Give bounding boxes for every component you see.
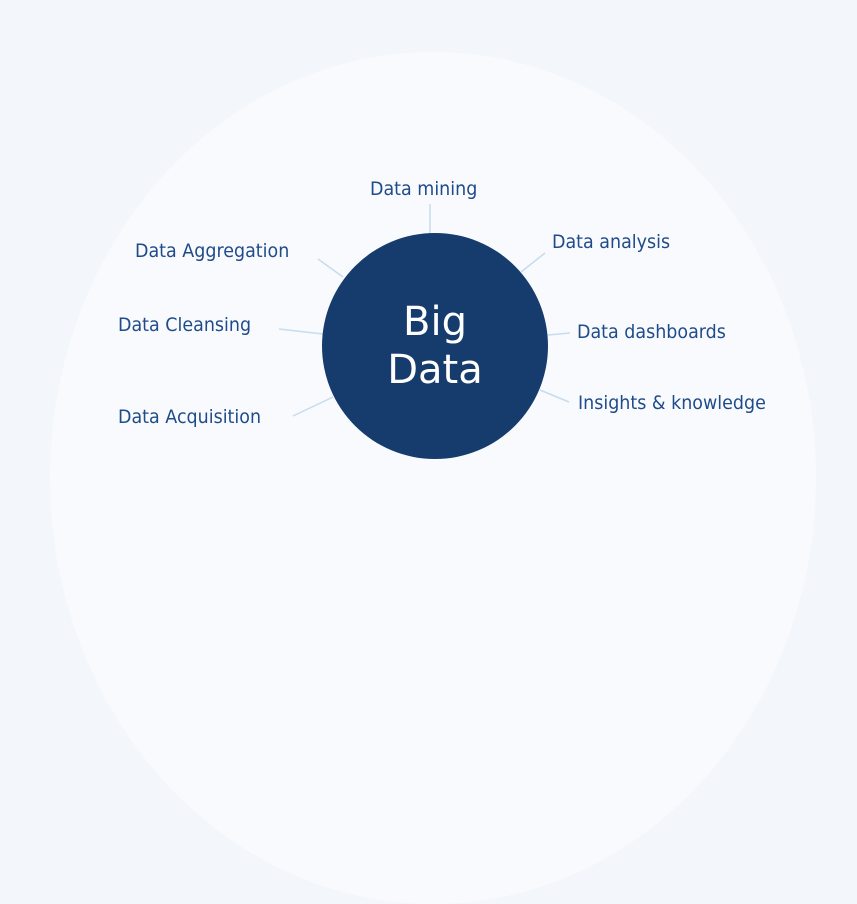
connector-cleansing (278, 328, 324, 335)
connector-aggregation (317, 258, 344, 278)
hub-title-line1: Big (403, 299, 467, 345)
connector-dashboards (547, 332, 571, 336)
node-data-acquisition: Data Acquisition (118, 406, 262, 428)
hub-title-line2: Data (387, 347, 483, 393)
node-data-dashboards: Data dashboards (577, 321, 726, 343)
connector-insights (539, 389, 570, 403)
node-data-aggregation: Data Aggregation (135, 240, 290, 262)
big-data-hub: Big Data (322, 233, 548, 459)
connector-analysis (520, 252, 546, 273)
node-data-analysis: Data analysis (552, 231, 671, 253)
connector-acquisition (292, 396, 334, 417)
node-data-cleansing: Data Cleansing (118, 314, 252, 336)
node-data-mining: Data mining (370, 178, 478, 200)
node-insights-knowledge: Insights & knowledge (578, 392, 766, 414)
connector-lines (278, 204, 571, 417)
